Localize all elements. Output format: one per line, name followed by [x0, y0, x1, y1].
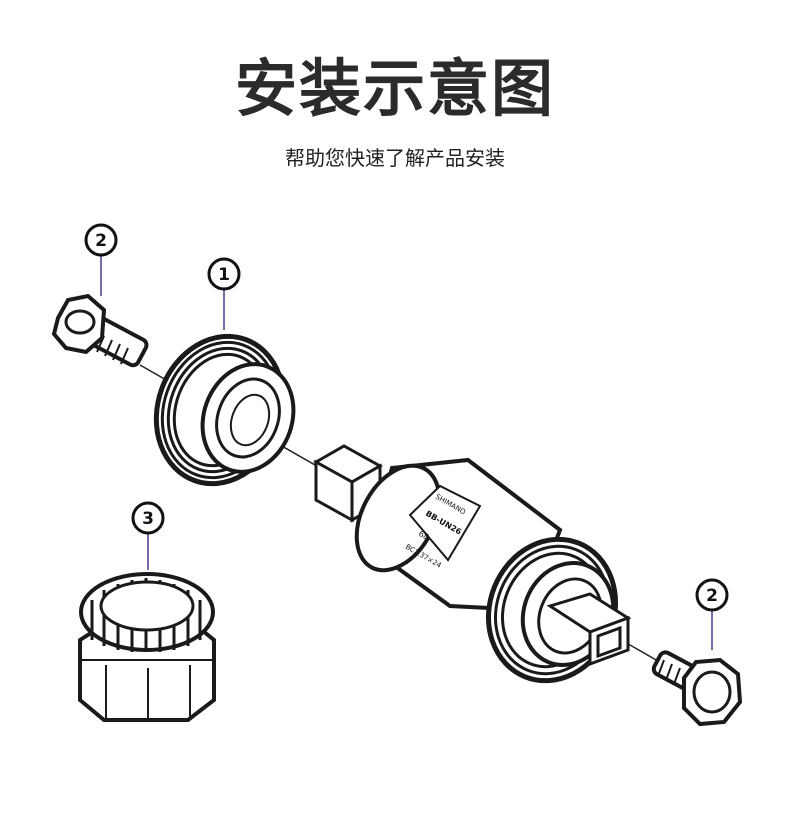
right-crank-bolt: [651, 650, 743, 727]
callout-2-right: 2: [695, 578, 729, 612]
svg-text:2: 2: [95, 231, 107, 251]
lock-ring-nut: [78, 572, 216, 722]
spindle-assembly: SHIMANO BB-UN26 68 BC1.37×24: [312, 444, 632, 684]
page-subtitle: 帮助您快速了解产品安装: [285, 146, 505, 170]
bottom-bracket-cup: [153, 333, 296, 487]
svg-text:1: 1: [218, 265, 230, 285]
page-title: 安装示意图: [234, 52, 555, 125]
svg-text:2: 2: [706, 586, 718, 606]
left-crank-bolt: [51, 293, 149, 368]
callout-1: 1: [207, 257, 241, 291]
spindle-label-line3: 68: [417, 529, 430, 542]
callout-3: 3: [131, 501, 165, 535]
svg-text:3: 3: [142, 509, 154, 529]
callout-2-left: 2: [84, 223, 118, 257]
